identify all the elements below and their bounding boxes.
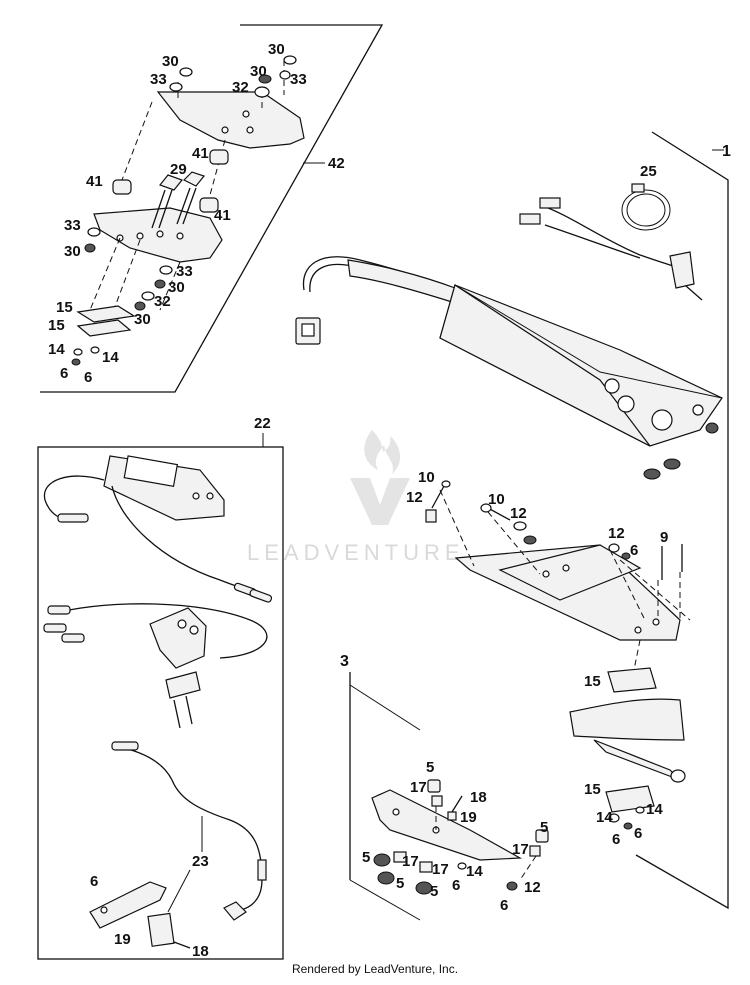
- callout-29: 29: [170, 161, 187, 178]
- callout-5: 5: [540, 819, 548, 836]
- callout-6: 6: [90, 873, 98, 890]
- callout-22: 22: [254, 415, 271, 432]
- callout-6: 6: [612, 831, 620, 848]
- callout-1: 1: [722, 143, 731, 160]
- callout-5: 5: [426, 759, 434, 776]
- callout-12: 12: [608, 525, 625, 542]
- callout-32: 32: [154, 293, 171, 310]
- assembly-1: 1 25: [295, 131, 731, 910]
- callout-17: 17: [432, 861, 449, 878]
- callout-15: 15: [56, 299, 73, 316]
- callout-33: 33: [64, 217, 81, 234]
- callout-19: 19: [460, 809, 477, 826]
- callout-14: 14: [596, 809, 613, 826]
- callout-41: 41: [192, 145, 209, 162]
- callout-33: 33: [176, 263, 193, 280]
- footer-credit: Rendered by LeadVenture, Inc.: [291, 962, 459, 976]
- callout-6: 6: [60, 365, 68, 382]
- callout-25: 25: [640, 163, 657, 180]
- callout-30: 30: [134, 311, 151, 328]
- leadventure-watermark: LEADVENTURE: [247, 430, 465, 565]
- callout-19: 19: [114, 931, 131, 948]
- callout-6: 6: [634, 825, 642, 842]
- callout-14: 14: [646, 801, 663, 818]
- callout-5: 5: [396, 875, 404, 892]
- callout-15: 15: [584, 781, 601, 798]
- callout-6: 6: [84, 369, 92, 386]
- callout-14: 14: [466, 863, 483, 880]
- callout-17: 17: [410, 779, 427, 796]
- callout-12: 12: [524, 879, 541, 896]
- mount-hardware: 10 12 10 12 12 6 9 15 15 14 14 6 6: [406, 469, 691, 848]
- callout-5: 5: [430, 883, 438, 900]
- callout-14: 14: [102, 349, 119, 366]
- watermark-text: LEADVENTURE: [247, 540, 465, 565]
- callout-6: 6: [630, 542, 638, 559]
- callout-30: 30: [162, 53, 179, 70]
- callout-33: 33: [290, 71, 307, 88]
- callout-30: 30: [250, 63, 267, 80]
- assembly-3: 3 5 17 18 19 5 17 5 17 5 17 6 14 5 12 6: [340, 653, 549, 921]
- callout-10: 10: [488, 491, 505, 508]
- callout-32: 32: [232, 79, 249, 96]
- callout-17: 17: [512, 841, 529, 858]
- callout-17: 17: [402, 853, 419, 870]
- callout-9: 9: [660, 529, 668, 546]
- callout-42: 42: [328, 155, 345, 172]
- callout-5: 5: [362, 849, 370, 866]
- callout-41: 41: [86, 173, 103, 190]
- callout-30: 30: [268, 41, 285, 58]
- callout-15: 15: [584, 673, 601, 690]
- callout-10: 10: [418, 469, 435, 486]
- callout-6: 6: [500, 897, 508, 914]
- callout-30: 30: [168, 279, 185, 296]
- callout-18: 18: [470, 789, 487, 806]
- callout-3: 3: [340, 653, 349, 670]
- callout-6: 6: [452, 877, 460, 894]
- assembly-42: 42: [40, 24, 384, 393]
- callout-12: 12: [510, 505, 527, 522]
- callout-23: 23: [192, 853, 209, 870]
- assembly-22: 22 23 6 19 18: [37, 415, 284, 960]
- callout-12: 12: [406, 489, 423, 506]
- callout-33: 33: [150, 71, 167, 88]
- callout-18: 18: [192, 943, 209, 960]
- callout-41: 41: [214, 207, 231, 224]
- callout-15: 15: [48, 317, 65, 334]
- callout-30: 30: [64, 243, 81, 260]
- callout-14: 14: [48, 341, 65, 358]
